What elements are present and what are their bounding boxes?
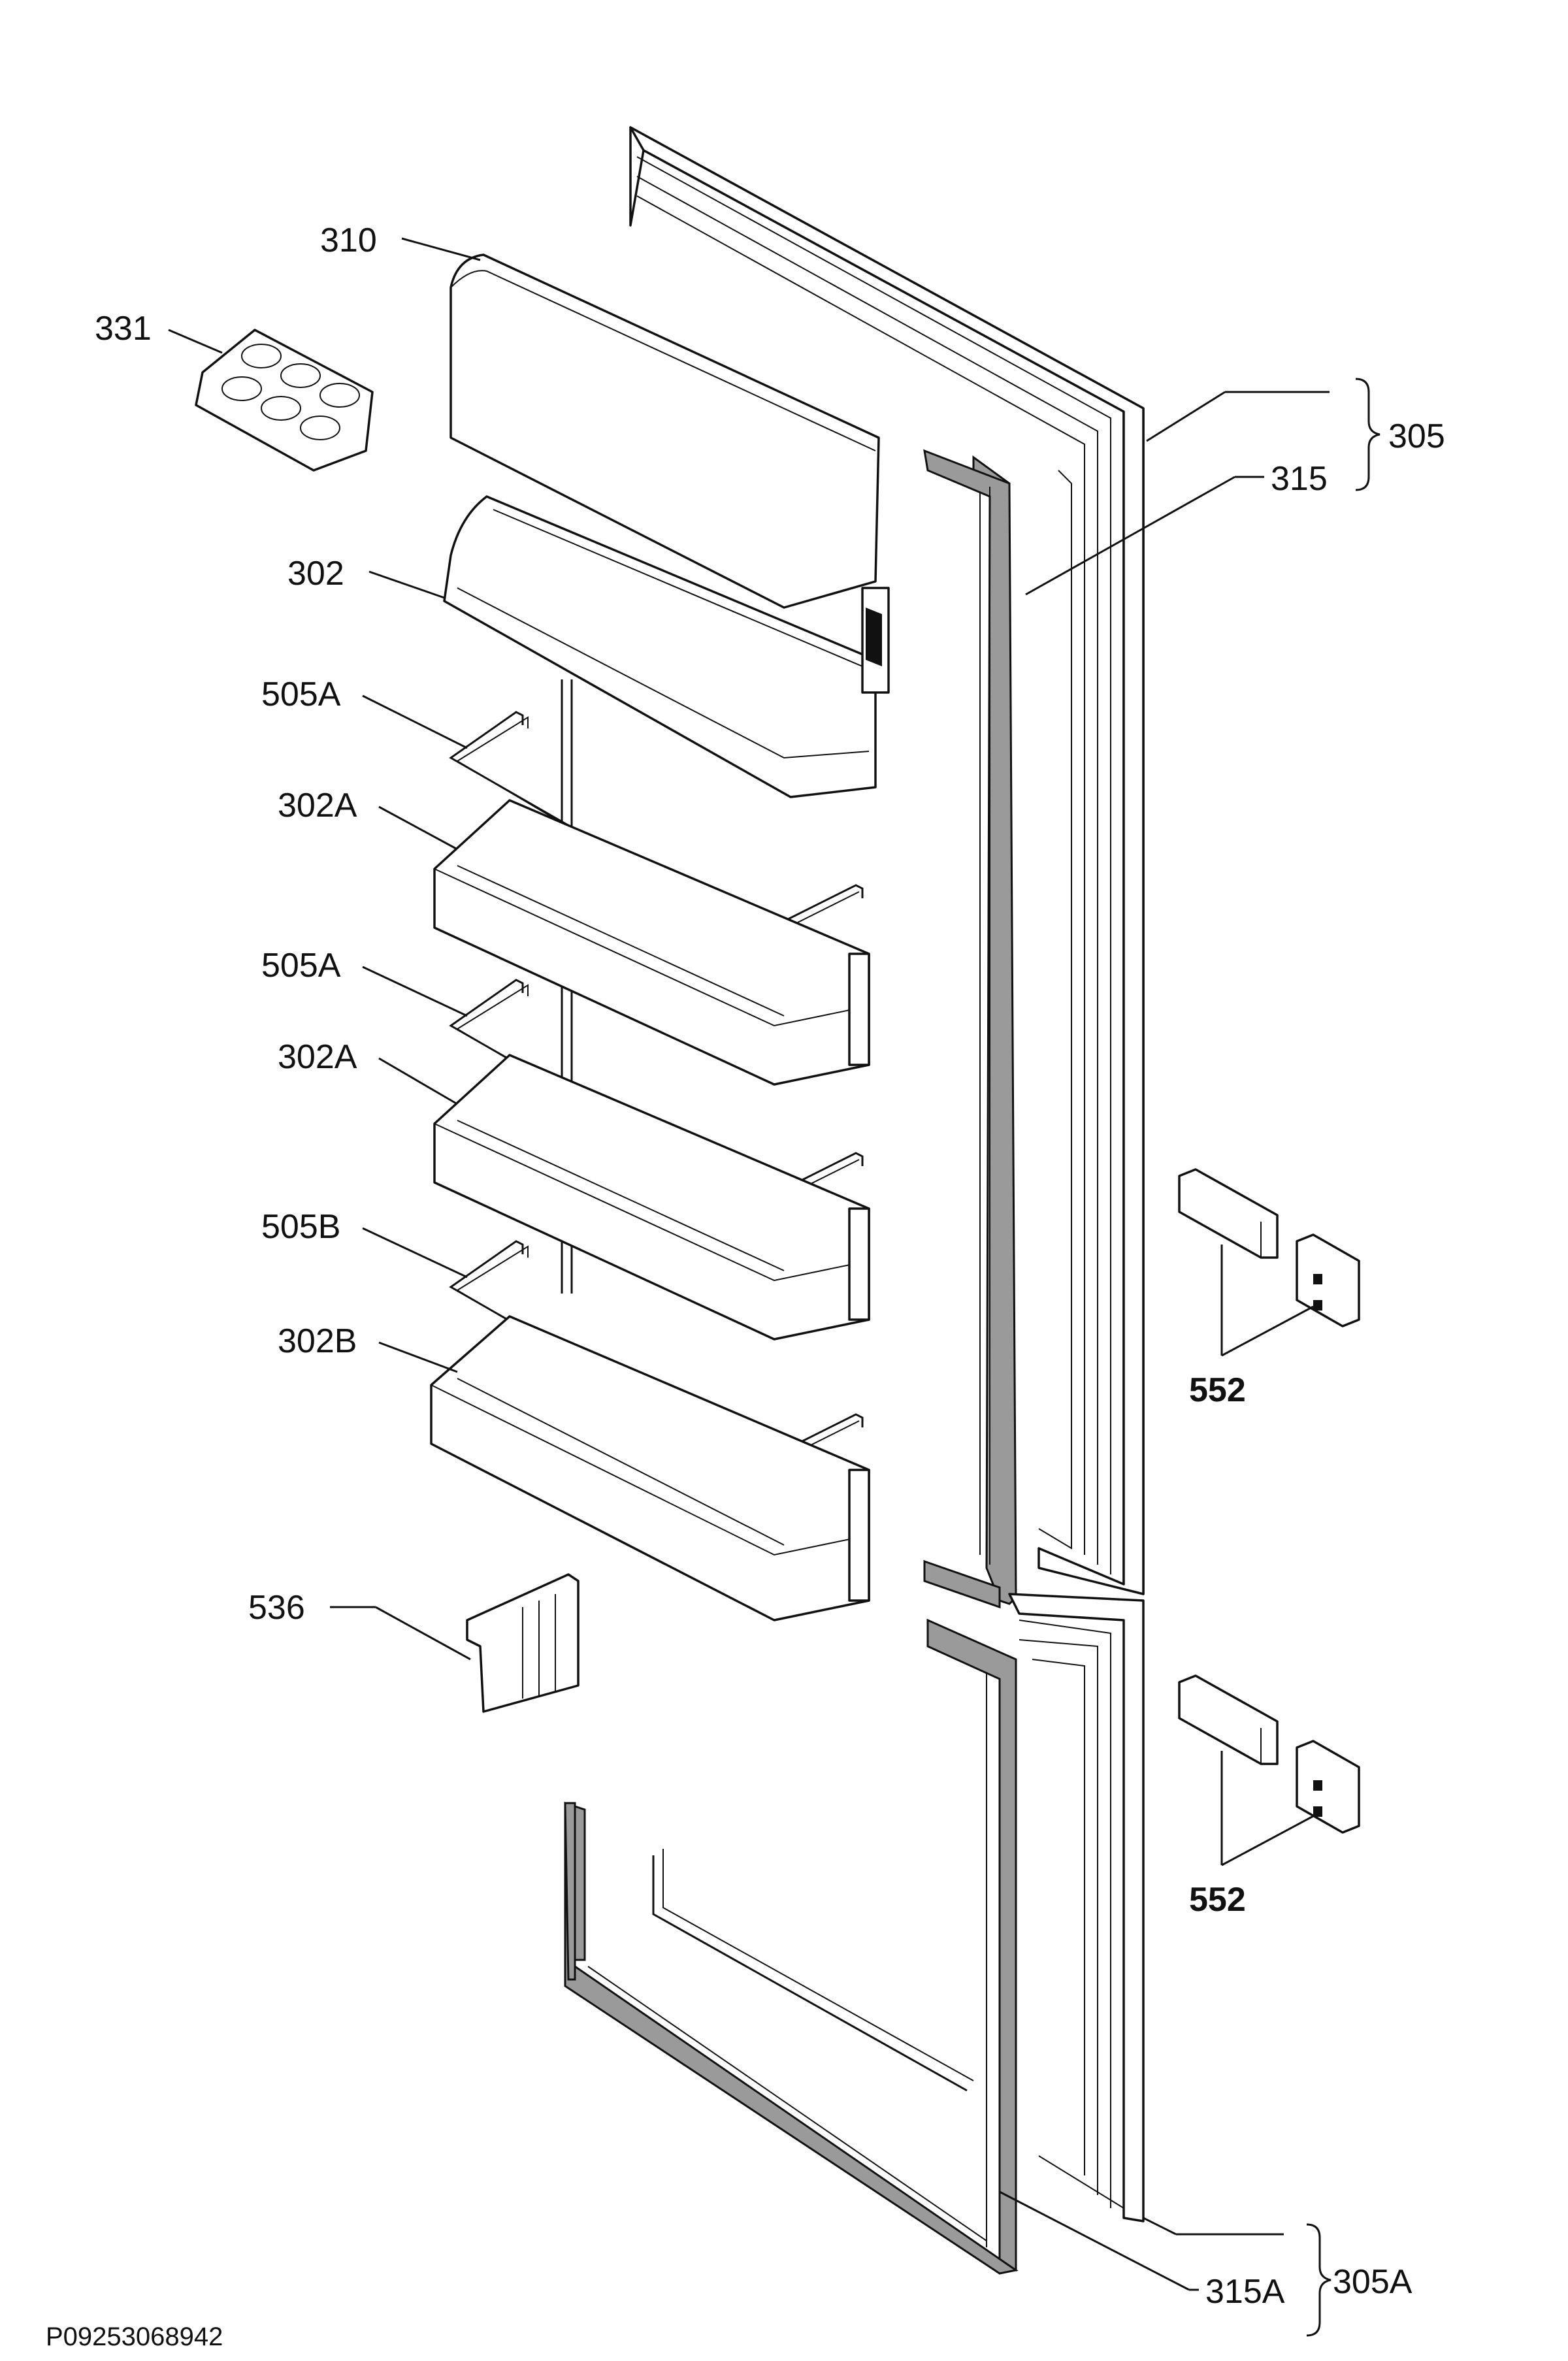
hinge-bracket-lower [1178, 1674, 1360, 1834]
bottle-stop [466, 1573, 580, 1713]
label-302a-2: 302A [278, 1038, 357, 1076]
label-552-upper: 552 [1189, 1371, 1246, 1409]
door-bin-2 [433, 1054, 870, 1341]
label-552-lower: 552 [1189, 1881, 1246, 1919]
label-315a: 315A [1205, 2273, 1285, 2311]
label-310: 310 [320, 221, 377, 259]
label-505a-2: 505A [261, 947, 341, 985]
leader-lines [168, 237, 1380, 2337]
label-302a-1: 302A [278, 787, 357, 824]
label-305: 305 [1388, 417, 1445, 455]
lower-door-frame [1008, 1593, 1145, 2223]
label-315: 315 [1271, 460, 1328, 498]
label-505a-1: 505A [261, 676, 341, 713]
door-bin-3 [430, 1315, 870, 1621]
label-305a: 305A [1333, 2263, 1413, 2301]
hinge-bracket-upper [1178, 1168, 1360, 1327]
drawing-code: P09253068942 [46, 2322, 223, 2351]
label-302: 302 [287, 555, 344, 593]
upper-door-seal [923, 449, 1017, 1609]
lower-door-seal [564, 1618, 1019, 2275]
dairy-compartment [443, 253, 890, 798]
label-505b: 505B [261, 1208, 340, 1246]
label-331: 331 [95, 310, 152, 348]
lower-door-inner-ledge [652, 1849, 974, 2092]
upper-door-frame [629, 126, 1145, 1595]
door-bin-1 [433, 799, 870, 1086]
label-536: 536 [248, 1589, 305, 1627]
egg-tray [195, 329, 374, 472]
label-302b: 302B [278, 1322, 357, 1360]
